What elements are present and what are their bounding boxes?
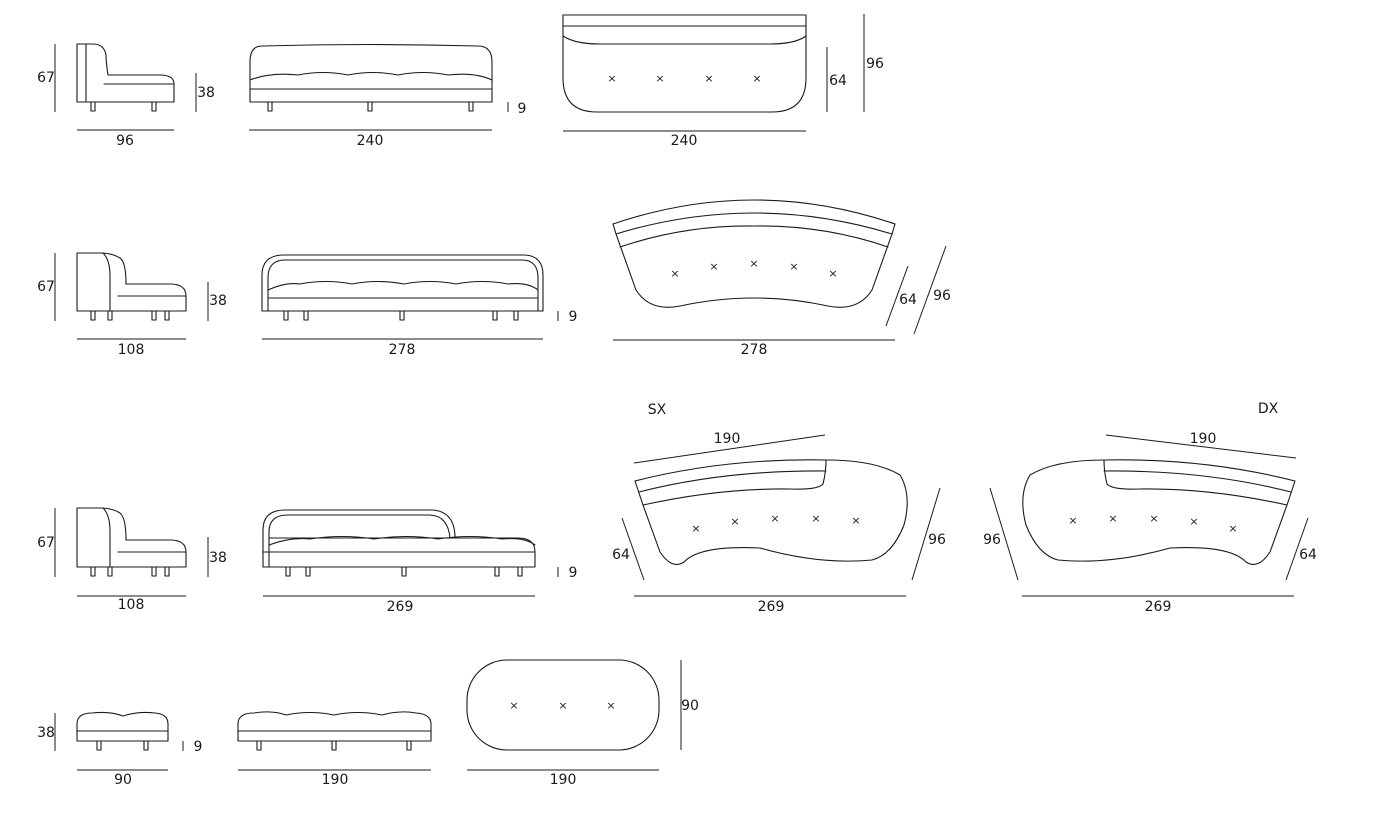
dim-r3-front-width: 269 <box>387 599 414 615</box>
dim-r2-top-depth: 96 <box>933 288 951 304</box>
dim-r3-dx-back: 190 <box>1190 431 1217 447</box>
row2-top-view <box>612 199 947 341</box>
dim-r2-side-seat: 38 <box>209 293 227 309</box>
row2-front-view <box>261 254 559 340</box>
tuft-icon: × <box>607 72 616 85</box>
tuft-icon: × <box>704 72 713 85</box>
dim-r1-top-depth: 96 <box>866 56 884 72</box>
dim-r4-side-height: 38 <box>37 725 55 741</box>
row1-sofa: 67 38 96 240 9 × × × × 240 64 96 <box>37 14 884 149</box>
row3-sofa: 67 38 108 269 9 SX × × × × × <box>37 401 1317 615</box>
dim-r3-dx-width: 269 <box>1145 599 1172 615</box>
dim-r3-side-height: 67 <box>37 535 55 551</box>
dim-r2-top-width: 278 <box>741 342 768 358</box>
tuft-icon: × <box>1228 522 1237 535</box>
row3-top-view-sx <box>621 434 941 597</box>
tuft-icon: × <box>828 267 837 280</box>
dim-r4-front-width: 190 <box>322 772 349 788</box>
tuft-icon: × <box>770 512 779 525</box>
dim-r3-side-seat: 38 <box>209 550 227 566</box>
tuft-icon: × <box>655 72 664 85</box>
row4-pouf: 38 9 90 190 × × × 190 90 <box>37 659 699 788</box>
dim-r4-side-leg: 9 <box>194 739 203 755</box>
tuft-icon: × <box>1189 515 1198 528</box>
tuft-icon: × <box>752 72 761 85</box>
dim-r4-top-width: 190 <box>550 772 577 788</box>
dim-r3-side-width: 108 <box>118 597 145 613</box>
dim-r2-side-height: 67 <box>37 279 55 295</box>
dim-r1-front-leg: 9 <box>518 101 527 117</box>
row4-top-view <box>466 659 682 771</box>
dim-r3-sx-back: 190 <box>714 431 741 447</box>
tuft-icon: × <box>1068 514 1077 527</box>
dim-r1-side-width: 96 <box>116 133 134 149</box>
tuft-icon: × <box>709 260 718 273</box>
label-dx: DX <box>1258 401 1279 417</box>
dim-r3-dx-right: 64 <box>1299 547 1317 563</box>
tuft-icon: × <box>1149 512 1158 525</box>
dim-r2-top-depth-seat: 64 <box>899 292 917 308</box>
dim-r2-front-width: 278 <box>389 342 416 358</box>
row2-sofa: 67 38 108 278 9 × × × × × 278 <box>37 199 951 358</box>
row1-side-view <box>54 43 197 131</box>
tuft-icon: × <box>811 512 820 525</box>
row3-front-view <box>262 509 559 597</box>
row1-front-view <box>249 43 509 131</box>
tuft-icon: × <box>749 257 758 270</box>
tuft-icon: × <box>670 267 679 280</box>
dim-r4-side-width: 90 <box>114 772 132 788</box>
row2-side-view <box>54 252 209 340</box>
tuft-icon: × <box>691 522 700 535</box>
dim-r1-top-depth-seat: 64 <box>829 73 847 89</box>
row1-top-view <box>562 14 865 132</box>
dim-r3-dx-left: 96 <box>983 532 1001 548</box>
row3-top-view-dx <box>989 434 1309 597</box>
dim-r2-front-leg: 9 <box>569 309 578 325</box>
dim-r1-front-width: 240 <box>357 133 384 149</box>
dim-r3-sx-right: 96 <box>928 532 946 548</box>
row4-side-view <box>54 711 184 771</box>
tuft-icon: × <box>1108 512 1117 525</box>
tuft-icon: × <box>789 260 798 273</box>
row3-side-view <box>54 507 209 597</box>
dim-r1-side-height: 67 <box>37 70 55 86</box>
dim-r3-sx-width: 269 <box>758 599 785 615</box>
row4-front-view <box>237 711 432 771</box>
tuft-icon: × <box>730 515 739 528</box>
tuft-icon: × <box>509 699 518 712</box>
dim-r1-top-width: 240 <box>671 133 698 149</box>
dim-r3-front-leg: 9 <box>569 565 578 581</box>
tuft-icon: × <box>851 514 860 527</box>
dim-r2-side-width: 108 <box>118 342 145 358</box>
dim-r3-sx-left: 64 <box>612 547 630 563</box>
dim-r1-side-seat: 38 <box>197 85 215 101</box>
tuft-icon: × <box>606 699 615 712</box>
dim-r4-top-depth: 90 <box>681 698 699 714</box>
label-sx: SX <box>648 402 667 418</box>
tuft-icon: × <box>558 699 567 712</box>
